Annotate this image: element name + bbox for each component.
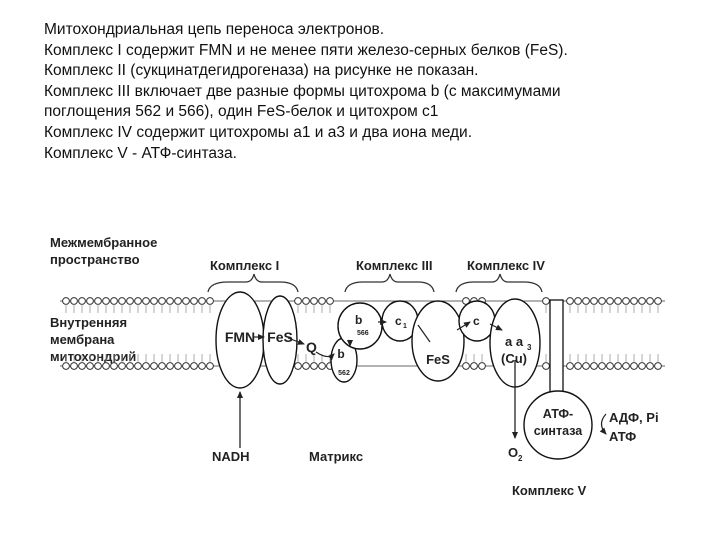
arrow-c1-fes xyxy=(417,324,431,343)
caption-line: поглощения 562 и 566), один FeS-белок и … xyxy=(44,103,439,121)
fes3-ellipse xyxy=(411,300,465,382)
c-label: c xyxy=(473,314,480,328)
arrow-fes-c xyxy=(456,321,471,331)
complex3-brace xyxy=(344,273,435,293)
intermembrane-label: пространство xyxy=(50,252,140,267)
o2-sub: 2 xyxy=(518,454,523,463)
b562-sub: 562 xyxy=(338,370,350,377)
fes1-label: FeS xyxy=(267,329,293,345)
complex5-label: Комплекс V xyxy=(512,483,587,498)
complex4-brace xyxy=(455,273,543,293)
atp-synthase-label: синтаза xyxy=(534,424,583,438)
intermembrane-label: Межмембранное xyxy=(50,235,157,250)
b566-label: b xyxy=(355,313,362,327)
membrane-label: Внутренняя xyxy=(50,315,127,330)
caption-line: Комплекс III включает две разные формы ц… xyxy=(44,82,561,100)
aa3-sub: 3 xyxy=(527,343,532,352)
adp-label: АДФ, Pi xyxy=(609,410,659,425)
aa3-label: a a xyxy=(505,334,524,349)
c1-sub: 1 xyxy=(403,323,407,330)
membrane-label: мембрана xyxy=(50,332,115,347)
lipid-bilayer xyxy=(62,297,662,370)
q-label: Q xyxy=(306,339,317,355)
caption-line: Комплекс V - АТФ-синтаза. xyxy=(44,144,237,162)
caption-line: Комплекс I содержит FMN и не менее пяти … xyxy=(44,41,568,59)
arrow-fes-q xyxy=(287,337,305,345)
caption-line: Митохондриальная цепь переноса электроно… xyxy=(44,21,385,38)
o2-label: O xyxy=(508,445,518,460)
cu-label: (Cu) xyxy=(501,351,527,366)
fmn-label: FMN xyxy=(225,329,255,345)
arrow-c-aa3 xyxy=(489,323,503,331)
fes-ellipse xyxy=(262,295,298,385)
nadh-label: NADH xyxy=(212,449,250,464)
atp-label: АТФ xyxy=(609,429,636,444)
fes3-label: FeS xyxy=(426,352,450,367)
arrow-b566-b562 xyxy=(346,339,353,347)
arrow-adp-atp xyxy=(599,413,607,435)
membrane-label: митохондрий xyxy=(50,349,136,364)
atp-synthase-head xyxy=(523,390,593,460)
atp-synthase-label: АТФ- xyxy=(543,407,573,421)
complex1-brace xyxy=(207,273,299,293)
matrix-label: Матрикс xyxy=(309,449,363,464)
caption: Митохондриальная цепь переноса электроно… xyxy=(44,20,684,164)
caption-line: Комплекс II (сукцинатдегидрогеназа) на р… xyxy=(44,62,479,80)
caption-line: Комплекс IV содержит цитохромы а1 и а3 и… xyxy=(44,123,473,141)
complex1-label: Комплекс I xyxy=(210,258,279,273)
complex3-label: Комплекс III xyxy=(356,258,433,273)
b566-sub: 566 xyxy=(357,330,369,337)
complex4-label: Комплекс IV xyxy=(467,258,545,273)
atp-synthase-stalk xyxy=(549,299,564,397)
b562-label: b xyxy=(337,347,344,361)
c1-label: c xyxy=(395,314,402,328)
arrow-q-b562 xyxy=(315,351,335,361)
